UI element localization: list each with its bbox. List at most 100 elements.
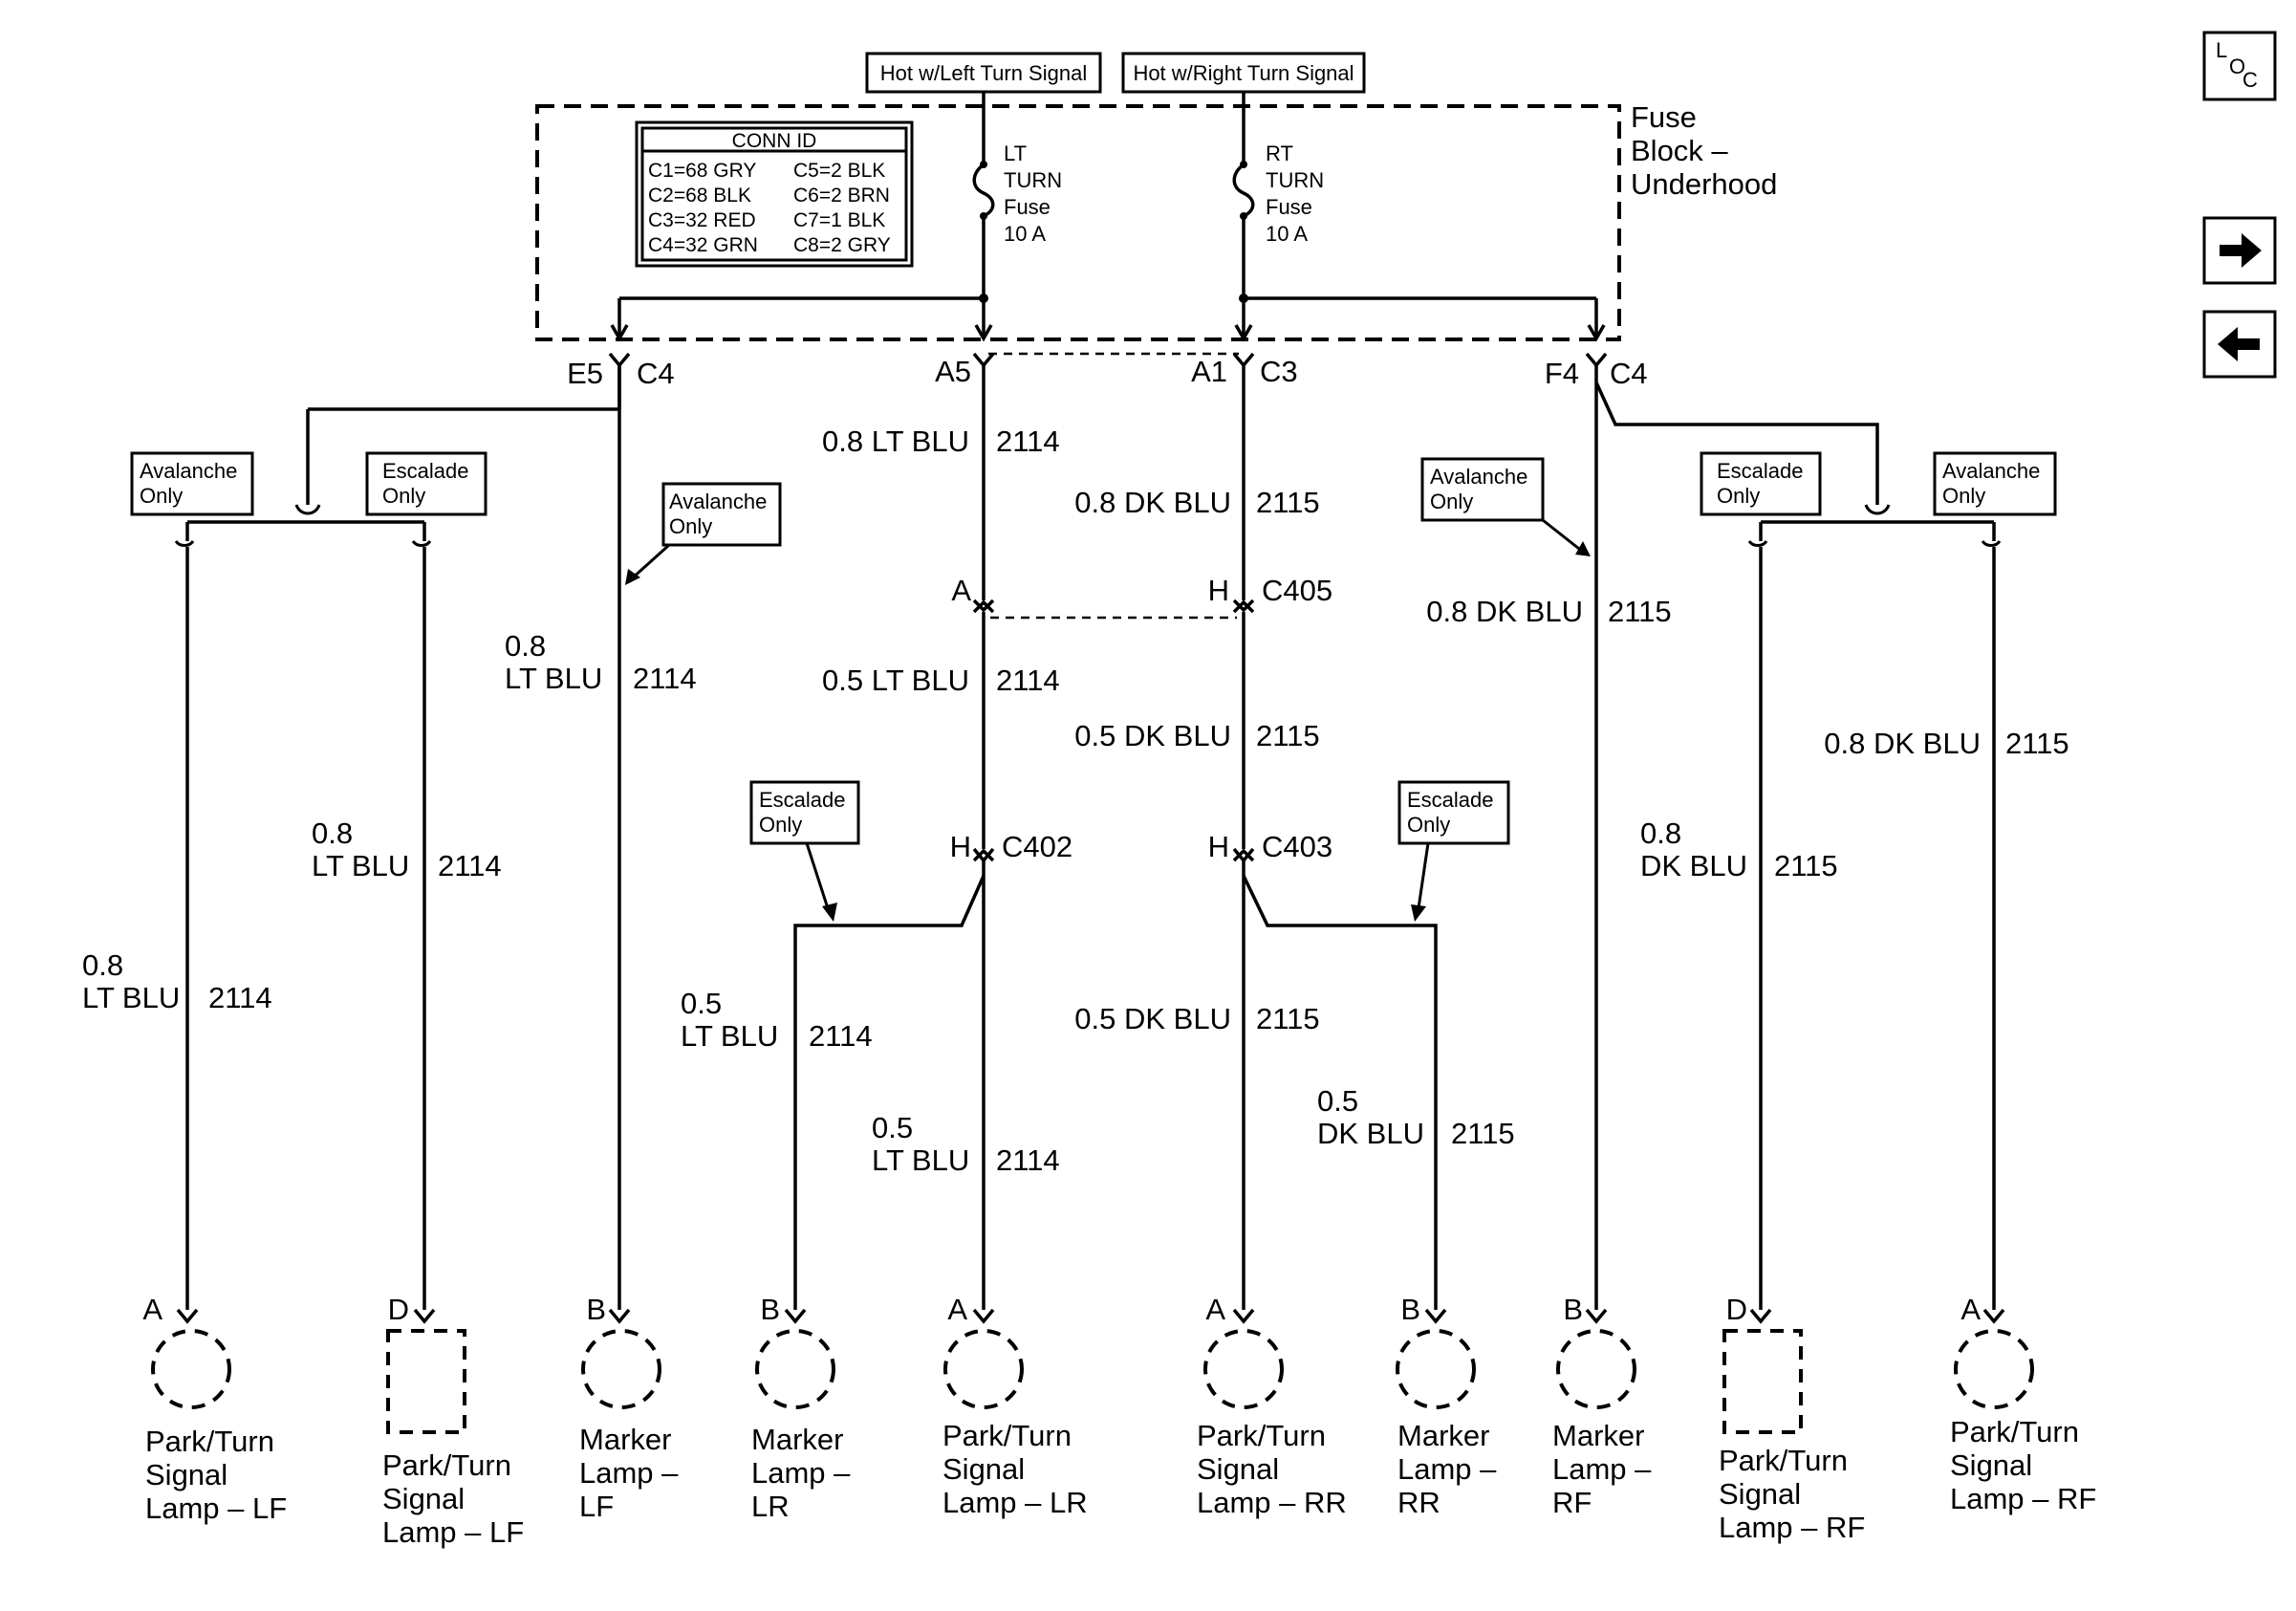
loc-button[interactable]: L O C bbox=[2202, 31, 2277, 101]
svg-text:Only: Only bbox=[1942, 484, 1985, 508]
svg-text:RT: RT bbox=[1266, 142, 1293, 165]
svg-text:2115: 2115 bbox=[1256, 1002, 1320, 1035]
svg-text:DK BLU: DK BLU bbox=[1317, 1117, 1424, 1150]
svg-text:Park/Turn: Park/Turn bbox=[382, 1448, 511, 1482]
svg-text:B: B bbox=[1400, 1293, 1420, 1326]
svg-text:TURN: TURN bbox=[1004, 168, 1062, 192]
rf-marker-avalanche-note: Avalanche Only bbox=[1420, 457, 1591, 556]
svg-text:Only: Only bbox=[1407, 813, 1450, 837]
wire-08-dk-blu-rf-park-d: 0.8 bbox=[1640, 816, 1681, 850]
svg-text:Block –: Block – bbox=[1631, 134, 1728, 167]
arrow-right-icon bbox=[2220, 233, 2262, 268]
lamp-rr-park: A Park/Turn Signal Lamp – RR bbox=[1197, 1293, 1347, 1519]
lr-escalade-note: Escalade Only bbox=[749, 780, 860, 922]
lt-blu-2114-trunk bbox=[793, 365, 995, 1310]
svg-text:Park/Turn: Park/Turn bbox=[1719, 1444, 1848, 1477]
fuse-block-label: Fuse Block – Underhood bbox=[1631, 100, 1777, 201]
lamp-lf-park-a: A Park/Turn Signal Lamp – LF bbox=[142, 1293, 287, 1525]
svg-text:Lamp – RF: Lamp – RF bbox=[1950, 1482, 2096, 1515]
svg-text:2114: 2114 bbox=[996, 1143, 1060, 1177]
svg-text:Signal: Signal bbox=[1719, 1477, 1801, 1511]
svg-text:Only: Only bbox=[382, 484, 425, 508]
conn-id-table: CONN ID C1=68 GRY C2=68 BLK C3=32 RED C4… bbox=[635, 120, 914, 268]
svg-text:2114: 2114 bbox=[438, 849, 502, 882]
svg-text:C4=32 GRN: C4=32 GRN bbox=[648, 234, 758, 256]
svg-text:2114: 2114 bbox=[633, 662, 697, 695]
svg-text:Park/Turn: Park/Turn bbox=[1950, 1415, 2079, 1448]
svg-text:Signal: Signal bbox=[942, 1452, 1025, 1486]
conn-c4-left: C4 bbox=[637, 357, 675, 390]
svg-text:Park/Turn: Park/Turn bbox=[145, 1425, 274, 1458]
svg-text:Lamp –: Lamp – bbox=[1397, 1452, 1497, 1486]
svg-text:Park/Turn: Park/Turn bbox=[942, 1419, 1072, 1452]
left-escalade-box: Escalade Only bbox=[365, 451, 487, 516]
svg-text:LT BLU: LT BLU bbox=[312, 849, 409, 882]
svg-text:LT BLU: LT BLU bbox=[872, 1143, 969, 1177]
svg-text:Signal: Signal bbox=[382, 1482, 465, 1515]
loc-l: L bbox=[2216, 38, 2227, 62]
hot-right-turn-signal-box: Hot w/Right Turn Signal bbox=[1121, 52, 1366, 94]
svg-text:Lamp – LF: Lamp – LF bbox=[145, 1491, 287, 1525]
wire-08-lt-blu-lf-park-a: 0.8 bbox=[82, 948, 123, 982]
wire-05-dk-blu-rr-marker: 0.5 bbox=[1317, 1084, 1358, 1118]
svg-text:Fuse: Fuse bbox=[1004, 195, 1051, 219]
rt-turn-fuse: RT TURN Fuse 10 A bbox=[1232, 92, 1324, 298]
svg-text:LF: LF bbox=[579, 1490, 614, 1523]
svg-text:Only: Only bbox=[759, 813, 802, 837]
conn-c4-right: C4 bbox=[1610, 357, 1648, 390]
svg-text:B: B bbox=[760, 1293, 780, 1326]
lamp-rf-park-a: A Park/Turn Signal Lamp – RF bbox=[1950, 1293, 2096, 1515]
svg-text:C1=68 GRY: C1=68 GRY bbox=[648, 160, 756, 182]
wire-05-lt-blu-lr-park: 0.5 bbox=[872, 1111, 913, 1144]
wire-08-lt-blu-lf-park-d: 0.8 bbox=[312, 816, 353, 850]
loc-c: C bbox=[2242, 68, 2258, 92]
svg-text:C2=68 BLK: C2=68 BLK bbox=[648, 185, 751, 207]
svg-text:DK BLU: DK BLU bbox=[1640, 849, 1747, 882]
wire-08-lt-blu-lf-marker: 0.8 bbox=[505, 629, 546, 663]
right-escalade-box: Escalade Only bbox=[1700, 451, 1822, 516]
left-c4-branch bbox=[174, 365, 621, 1310]
c403-pin-h: H bbox=[1208, 830, 1229, 863]
svg-text:C6=2 BRN: C6=2 BRN bbox=[793, 185, 890, 207]
c405-pin-a: A bbox=[951, 574, 971, 607]
svg-text:Only: Only bbox=[669, 514, 712, 538]
svg-text:C8=2 GRY: C8=2 GRY bbox=[793, 234, 891, 256]
svg-text:C5=2 BLK: C5=2 BLK bbox=[793, 160, 885, 182]
svg-text:2115: 2115 bbox=[2005, 727, 2069, 760]
c405-pin-h: H bbox=[1208, 574, 1229, 607]
c405-label: C405 bbox=[1262, 574, 1332, 607]
svg-text:2115: 2115 bbox=[1451, 1117, 1515, 1150]
svg-text:Lamp – LR: Lamp – LR bbox=[942, 1486, 1088, 1519]
svg-text:LT BLU: LT BLU bbox=[82, 981, 180, 1014]
lamp-rf-park-d: D Park/Turn Signal Lamp – RF bbox=[1719, 1293, 1865, 1544]
svg-text:C3=32 RED: C3=32 RED bbox=[648, 209, 756, 231]
svg-text:Fuse: Fuse bbox=[1266, 195, 1312, 219]
svg-text:A: A bbox=[142, 1293, 162, 1326]
svg-text:2115: 2115 bbox=[1608, 595, 1672, 628]
svg-text:Signal: Signal bbox=[1950, 1448, 2032, 1482]
svg-text:Escalade: Escalade bbox=[1717, 459, 1804, 483]
prev-page-button[interactable] bbox=[2202, 310, 2277, 379]
svg-text:Hot w/Right Turn Signal: Hot w/Right Turn Signal bbox=[1133, 61, 1354, 85]
svg-text:Escalade: Escalade bbox=[759, 788, 846, 812]
hot-left-turn-signal-box: Hot w/Left Turn Signal bbox=[865, 52, 1102, 94]
c403-label: C403 bbox=[1262, 830, 1332, 863]
conn-a1: A1 bbox=[1191, 355, 1227, 388]
svg-text:LT BLU: LT BLU bbox=[681, 1019, 778, 1053]
svg-text:A: A bbox=[947, 1293, 967, 1326]
conn-id-title: CONN ID bbox=[732, 130, 817, 152]
conn-e5: E5 bbox=[567, 357, 603, 390]
dk-blu-2115-trunk bbox=[1232, 365, 1438, 1310]
svg-text:2114: 2114 bbox=[809, 1019, 873, 1053]
svg-text:Hot w/Left Turn Signal: Hot w/Left Turn Signal bbox=[880, 61, 1087, 85]
right-avalanche-box: Avalanche Only bbox=[1933, 451, 2057, 516]
svg-text:LT BLU: LT BLU bbox=[505, 662, 602, 695]
svg-text:Lamp –: Lamp – bbox=[1552, 1452, 1652, 1486]
next-page-button[interactable] bbox=[2202, 216, 2277, 285]
svg-text:Park/Turn: Park/Turn bbox=[1197, 1419, 1326, 1452]
svg-text:Marker: Marker bbox=[1552, 1419, 1644, 1452]
svg-text:2114: 2114 bbox=[996, 425, 1060, 458]
lt-turn-fuse: LT TURN Fuse 10 A bbox=[972, 92, 1062, 298]
svg-text:2114: 2114 bbox=[996, 664, 1060, 697]
